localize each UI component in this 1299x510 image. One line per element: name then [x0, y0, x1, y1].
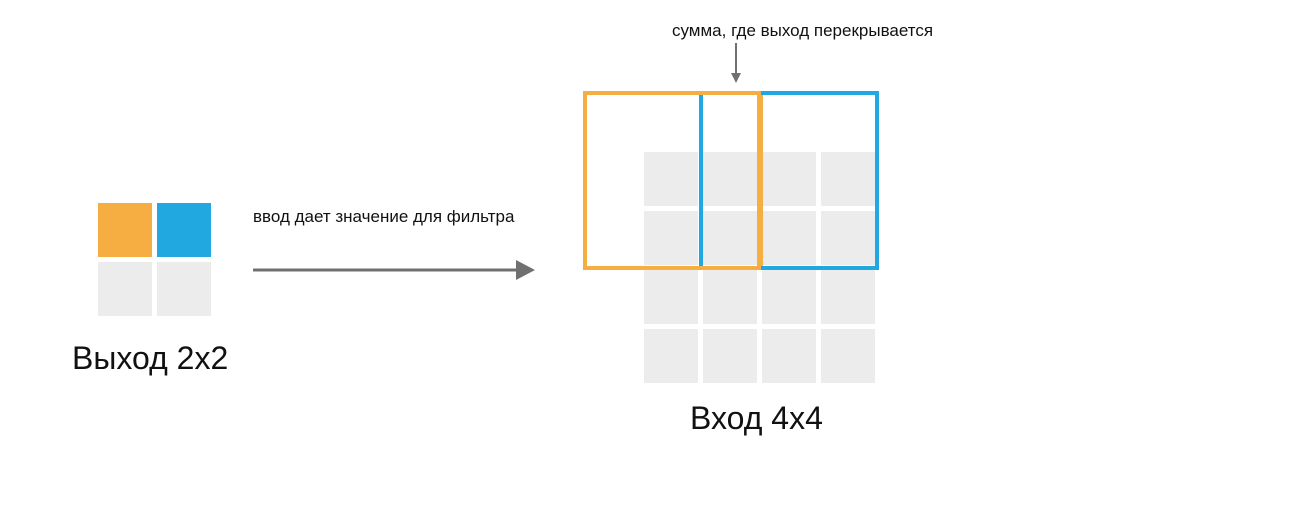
input-cell — [762, 329, 816, 383]
output-label: Выход 2x2 — [72, 340, 229, 376]
input-cell — [821, 152, 875, 206]
input-cell — [644, 211, 698, 265]
orange-frame-overlap-bottom — [699, 266, 761, 270]
input-cell — [703, 211, 757, 265]
overlap-label: сумма, где выход перекрывается — [672, 21, 934, 40]
input-cell — [821, 329, 875, 383]
input-cell — [644, 152, 698, 206]
input-cell — [821, 211, 875, 265]
input-cell — [762, 270, 816, 324]
input-cell — [703, 270, 757, 324]
orange-frame-overlap-top — [699, 91, 761, 95]
blue-filter-frame — [699, 91, 879, 270]
input-cell — [644, 329, 698, 383]
arrow-label: ввод дает значение для фильтра — [253, 207, 515, 226]
input-cell — [644, 270, 698, 324]
input-cell — [703, 152, 757, 206]
input-label: Вход 4x4 — [690, 400, 823, 436]
output-cell — [98, 262, 152, 316]
output-cell-blue — [157, 203, 211, 257]
input-cell — [762, 211, 816, 265]
input-cell — [821, 270, 875, 324]
down-arrow-icon — [731, 43, 741, 83]
output-cell-orange — [98, 203, 152, 257]
right-arrow-icon — [253, 260, 535, 280]
orange-frame-overlap-edge — [757, 91, 761, 270]
output-cell — [157, 262, 211, 316]
input-cell — [762, 152, 816, 206]
orange-filter-frame — [583, 91, 763, 270]
input-cell — [703, 329, 757, 383]
